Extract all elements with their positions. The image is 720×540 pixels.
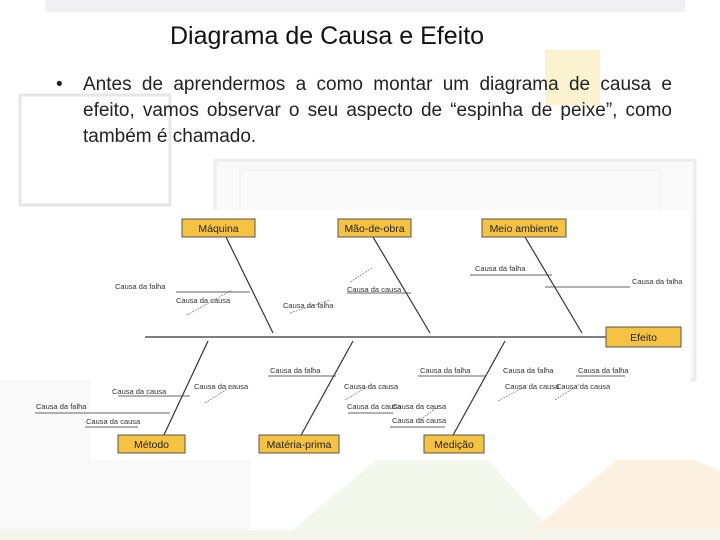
category-label-metodo: Método [134,439,169,451]
cause-label: Causa da causa [505,382,560,391]
cause-label: Causa da falha [578,366,629,375]
cause-label: Causa da falha [475,264,526,273]
rib-meio-ambiente [524,236,583,334]
category-box-mao-de-obra [337,218,412,238]
cause-label: Causa da causa [176,296,231,305]
category-box-metodo [117,434,186,454]
cause-label: Causa da falha [270,366,321,375]
bullet-item: • Antes de aprendermos a como montar um … [56,72,672,150]
cause-label: Causa da falha [283,301,334,310]
branch-med-4 [497,384,529,402]
cause-label: Causa da causa [344,382,399,391]
cause-label: Causa da falha [115,282,166,291]
category-label-medicao: Medição [434,439,474,451]
cause-label: Causa da falha [503,366,554,375]
cause-label: Causa da causa [392,402,447,411]
cause-label: Causa da causa [347,285,402,294]
effect-box [605,326,682,348]
branch-mao-3 [289,299,331,314]
cause-label: Causa da causa [556,382,611,391]
effect-label: Efeito [630,332,657,344]
category-box-maquina [181,218,256,238]
cause-label: Causa da causa [392,416,447,425]
cause-label: Causa da causa [194,382,249,391]
category-label-maquina: Máquina [198,223,238,235]
category-box-medicao [423,434,485,454]
branch-mat-2 [344,383,373,401]
category-label-materia-prima: Matéria-prima [267,439,332,451]
branch-mao-2 [349,267,373,283]
branch-metodo-4 [204,385,233,404]
category-box-meio-ambiente [481,218,567,238]
bullet-text: Antes de aprendermos a como montar um di… [83,74,672,147]
branch-maquina-2 [186,289,233,316]
category-label-meio-ambiente: Meio ambiente [490,223,559,235]
rib-mao-de-obra [372,236,431,334]
cause-label: Causa da causa [86,417,141,426]
category-box-materia-prima [258,434,340,454]
branch-med-3 [419,404,441,421]
slide-title: Diagrama de Causa e Efeito [170,22,485,50]
cause-label: Causa da falha [420,366,471,375]
bullet-dot: • [56,74,63,95]
rib-metodo [162,340,209,438]
category-label-mao-de-obra: Mão-de-obra [344,223,404,235]
rib-materia-prima [299,340,354,438]
cause-label: Causa da causa [112,387,167,396]
rib-medicao [451,340,506,438]
cause-label: Causa da falha [36,402,87,411]
branch-med-6 [554,383,581,401]
cause-label: Causa da causa [347,402,402,411]
diagram-panel [90,210,690,460]
cause-label: Causa da falha [632,277,683,286]
rib-maquina [225,236,274,334]
